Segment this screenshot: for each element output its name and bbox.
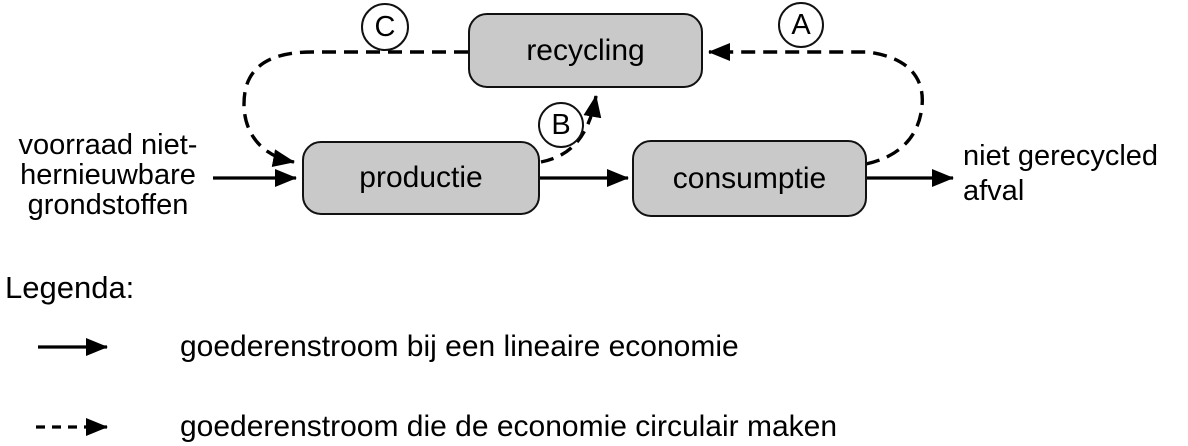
flow-badge-b-label: B xyxy=(551,108,571,141)
input-resources-label-line3: grondstoffen xyxy=(27,189,189,221)
waste-output-label: niet gerecycled afval xyxy=(963,139,1188,209)
legend-item-circular-label: goederenstroom die de economie circulair… xyxy=(180,410,838,443)
node-recycling: recycling xyxy=(468,13,703,88)
waste-output-label-line1: niet gerecycled xyxy=(963,140,1159,172)
flow-badge-a-label: A xyxy=(791,8,811,41)
flow-badge-b: B xyxy=(538,102,584,148)
flow-badge-c-label: C xyxy=(374,10,396,43)
node-consumptie: consumptie xyxy=(632,140,867,217)
flow-c-dashed-arrow xyxy=(242,50,468,167)
input-resources-label-line1: voorraad niet- xyxy=(18,129,198,161)
legend-title: Legenda: xyxy=(5,270,135,305)
flow-badge-c: C xyxy=(361,3,409,51)
node-consumptie-label: consumptie xyxy=(672,161,827,195)
flow-badge-a: A xyxy=(778,2,824,48)
waste-output-label-line2: afval xyxy=(963,175,1025,207)
node-recycling-label: recycling xyxy=(526,33,645,67)
input-resources-label: voorraad niet- hernieuwbare grondstoffen xyxy=(0,130,216,220)
node-productie-label: productie xyxy=(359,161,483,194)
node-productie: productie xyxy=(302,141,540,215)
flow-b-dashed-arrow xyxy=(540,95,602,164)
flow-a-dashed-arrow xyxy=(708,43,924,166)
input-resources-label-line2: hernieuwbare xyxy=(20,159,196,191)
legend-item-linear-label: goederenstroom bij een lineaire economie xyxy=(180,330,739,363)
